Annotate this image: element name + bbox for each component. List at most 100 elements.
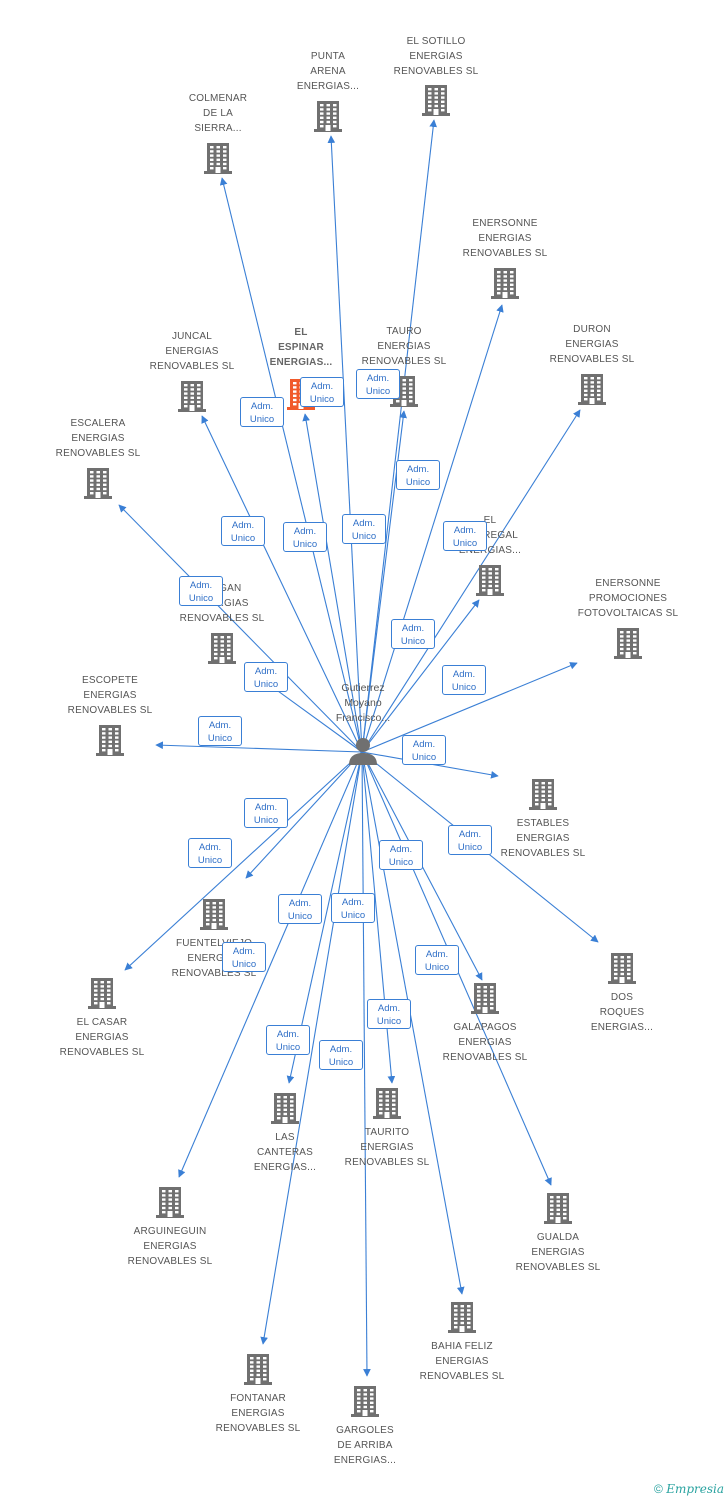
relation-badge-bahia-feliz[interactable]: Adm.Unico [367, 999, 411, 1029]
building-icon[interactable] [607, 952, 637, 984]
edge-juncal [201, 415, 363, 753]
relation-badge-mogan[interactable]: Adm.Unico [244, 662, 288, 692]
relation-badge-gualda[interactable]: Adm.Unico [415, 945, 459, 975]
building-icon[interactable] [543, 1192, 573, 1224]
building-icon[interactable] [490, 267, 520, 299]
building-icon[interactable] [87, 977, 117, 1009]
company-label-line: RENOVABLES SL [344, 1157, 430, 1168]
building-icon[interactable] [613, 627, 643, 659]
relation-badge-duron[interactable]: Adm.Unico [443, 521, 487, 551]
relation-badge-fuentelviejo[interactable]: Adm.Unico [244, 798, 288, 828]
building-icon[interactable] [95, 724, 125, 756]
relation-badge-el-sotillo[interactable]: Adm.Unico [356, 369, 400, 399]
building-icon[interactable] [350, 1385, 380, 1417]
relation-badge-el-casar[interactable]: Adm.Unico [188, 838, 232, 868]
relation-badge-el-pedregal[interactable]: Adm.Unico [391, 619, 435, 649]
building-icon[interactable] [155, 1186, 185, 1218]
building-icon[interactable] [270, 1092, 300, 1124]
relation-badge-dos-roques[interactable]: Adm.Unico [448, 825, 492, 855]
building-icon[interactable] [313, 100, 343, 132]
relation-badge-enersonne-energias[interactable]: Adm.Unico [396, 460, 440, 490]
relation-badge-punta-arena[interactable]: Adm.Unico [300, 377, 344, 407]
relation-badge-galapagos[interactable]: Adm.Unico [379, 840, 423, 870]
relation-badge-las-canteras[interactable]: Adm.Unico [278, 894, 322, 924]
relation-badge-escalera[interactable]: Adm.Unico [179, 576, 223, 606]
building-icon[interactable] [203, 142, 233, 174]
relation-badge-tauro[interactable]: Adm.Unico [342, 514, 386, 544]
relation-badge-arguineguin[interactable]: Adm.Unico [222, 942, 266, 972]
building-icon[interactable] [199, 898, 229, 930]
relation-badge-el-espinar[interactable]: Adm.Unico [283, 522, 327, 552]
relation-badge-escopete[interactable]: Adm.Unico [198, 716, 242, 746]
building-icon[interactable] [372, 1087, 402, 1119]
relation-badge-enersonne-promociones[interactable]: Adm.Unico [442, 665, 486, 695]
relation-badge-line: Unico [253, 679, 279, 690]
relation-badge-gargoles[interactable]: Adm.Unico [319, 1040, 363, 1070]
relation-badge-colmenar[interactable]: Adm.Unico [240, 397, 284, 427]
relation-badge-estables[interactable]: Adm.Unico [402, 735, 446, 765]
building-icon[interactable] [177, 380, 207, 412]
relation-badge-taurito[interactable]: Adm.Unico [331, 893, 375, 923]
building-icon[interactable] [207, 632, 237, 664]
brand-logo[interactable]: Empresia [666, 1482, 724, 1496]
building-icon[interactable] [83, 467, 113, 499]
building-icon[interactable] [421, 84, 451, 116]
building-icon[interactable] [243, 1353, 273, 1385]
relation-badge-juncal[interactable]: Adm.Unico [221, 516, 265, 546]
person-icon[interactable] [348, 736, 378, 766]
building-icon[interactable] [447, 1301, 477, 1333]
person-label[interactable]: Gutierrez Moyano Francisco... [310, 681, 416, 726]
building-icon[interactable] [577, 373, 607, 405]
building-icon[interactable] [475, 564, 505, 596]
building-icon[interactable] [528, 778, 558, 810]
building-icon[interactable] [470, 982, 500, 1014]
relation-badge-fontanar[interactable]: Adm.Unico [266, 1025, 310, 1055]
